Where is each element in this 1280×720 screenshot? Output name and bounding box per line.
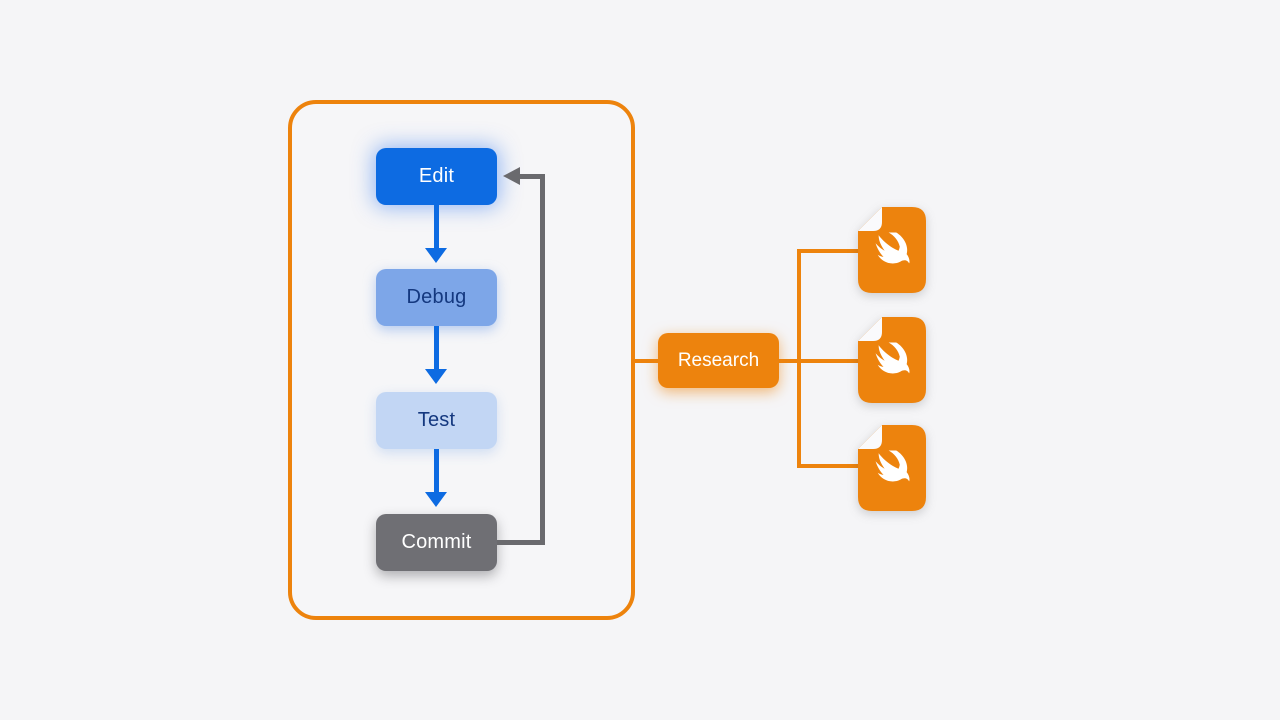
swift-file-icon-svg xyxy=(858,207,926,293)
swift-file-icon[interactable] xyxy=(858,207,926,293)
arrow-edit-to-debug xyxy=(434,205,439,249)
connector-branch-bottom xyxy=(797,464,858,468)
node-edit[interactable]: Edit xyxy=(376,148,497,205)
connector-trunk-vertical xyxy=(797,249,801,468)
arrow-down-icon xyxy=(425,248,447,263)
node-commit[interactable]: Commit xyxy=(376,514,497,571)
swift-file-icon[interactable] xyxy=(858,425,926,511)
swift-bird-icon xyxy=(875,450,910,482)
connector-research-to-files xyxy=(779,359,858,363)
arrow-test-to-commit xyxy=(434,449,439,493)
arrow-debug-to-test xyxy=(434,326,439,370)
connector-box-to-research xyxy=(635,359,658,363)
swift-bird-icon xyxy=(875,232,910,264)
arrow-down-icon xyxy=(425,492,447,507)
swift-file-icon-svg xyxy=(858,317,926,403)
feedback-loop-vertical-segment xyxy=(540,174,545,545)
node-research[interactable]: Research xyxy=(658,333,779,388)
connector-branch-top xyxy=(797,249,858,253)
node-debug[interactable]: Debug xyxy=(376,269,497,326)
feedback-loop-top-segment xyxy=(519,174,545,179)
node-test[interactable]: Test xyxy=(376,392,497,449)
arrow-left-icon xyxy=(503,167,520,185)
swift-file-icon[interactable] xyxy=(858,317,926,403)
arrow-down-icon xyxy=(425,369,447,384)
feedback-loop-bottom-segment xyxy=(497,540,545,545)
swift-file-icon-svg xyxy=(858,425,926,511)
swift-bird-icon xyxy=(875,342,910,374)
